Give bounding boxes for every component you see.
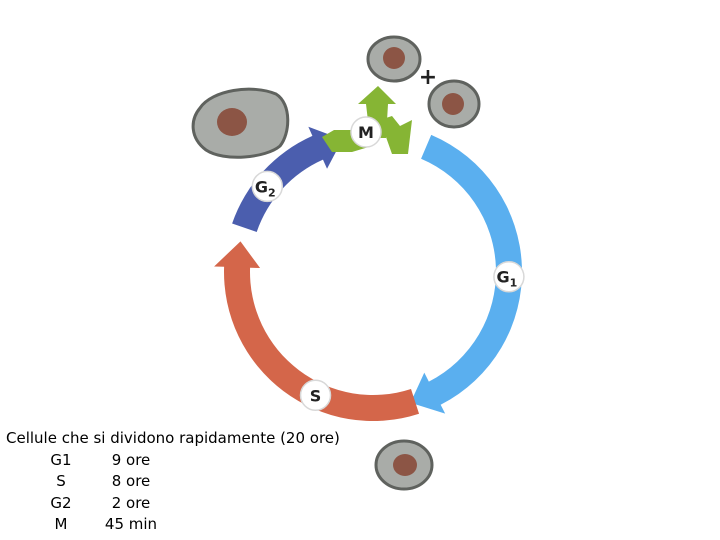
phase-name: S: [56, 472, 66, 490]
phase-name: M: [54, 515, 68, 533]
phase-duration: 9 ore: [111, 450, 151, 469]
caption-row-g1: G1 9 ore: [6, 450, 406, 472]
daughter-cell-top: [366, 35, 422, 83]
phase-label-text: S: [310, 386, 322, 405]
g1-arrow: [410, 134, 522, 414]
phase-name: G1: [50, 450, 72, 469]
caption-row-g2: G2 2 ore: [6, 493, 406, 515]
phase-label-text: M: [358, 123, 374, 142]
mitosis-arrows: [322, 86, 412, 154]
daughter-cell-right: [427, 79, 481, 129]
phase-label-g1: G1: [493, 260, 525, 293]
plus-sign: +: [419, 65, 437, 90]
interphase-cell-large: [191, 87, 290, 159]
caption-title: Cellule che si dividono rapidamente (20 …: [6, 429, 340, 447]
caption-row-s: S 8 ore: [6, 471, 406, 493]
phase-label-m: M: [350, 116, 382, 148]
phase-label-g2: G2: [251, 170, 284, 203]
phase-labels: G1S G2 M: [251, 116, 525, 412]
phase-duration: 45 min: [104, 515, 158, 533]
phase-name: G2: [50, 493, 72, 512]
g2-arrow: [232, 126, 343, 232]
phase-label-s: S: [299, 379, 332, 412]
caption-row-m: M 45 min: [6, 514, 406, 536]
caption: Cellule che si dividono rapidamente (20 …: [6, 428, 406, 536]
phase-duration: 2 ore: [111, 493, 151, 512]
phase-duration: 8 ore: [111, 472, 151, 490]
g1-cell-bottom: [374, 439, 434, 491]
phase-arrows: [214, 126, 522, 421]
